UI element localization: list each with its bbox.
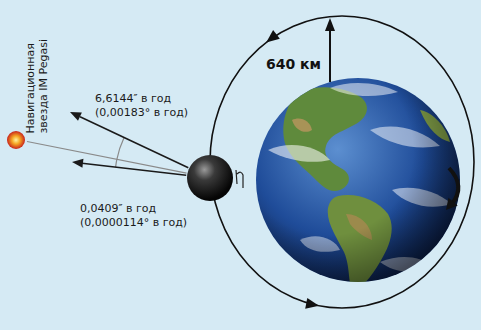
drift-rate: 0,0409″ в год <box>80 202 156 215</box>
rotation-arrowhead <box>441 198 457 214</box>
star-name: Навигационная звезда IM Pegasi <box>23 29 49 134</box>
star-line <box>27 142 187 174</box>
gyroscope-sphere <box>187 155 233 201</box>
earth <box>256 78 460 292</box>
angle-arc <box>117 138 124 160</box>
drift-rate: (0,0000114° в год) <box>80 216 187 229</box>
drift-arrow <box>80 117 188 168</box>
guide-star <box>7 131 25 149</box>
drift-arrowhead <box>71 158 83 168</box>
orbit-arrowhead <box>305 298 320 311</box>
drift-rate: 6,6144″ в год <box>95 92 171 105</box>
angle-arc <box>116 160 117 167</box>
orbit-arrowhead <box>263 30 280 47</box>
altitude-label: 640 км <box>266 56 321 73</box>
sphere-mark <box>236 170 243 188</box>
drift-arrowhead <box>68 108 82 121</box>
altitude-arrow <box>329 30 331 82</box>
drift-arrow <box>82 163 186 175</box>
drift-rate: (0,00183° в год) <box>95 106 188 119</box>
orbit <box>210 16 474 308</box>
rotation-arrow <box>449 168 458 204</box>
altitude-arrowhead <box>325 18 335 31</box>
